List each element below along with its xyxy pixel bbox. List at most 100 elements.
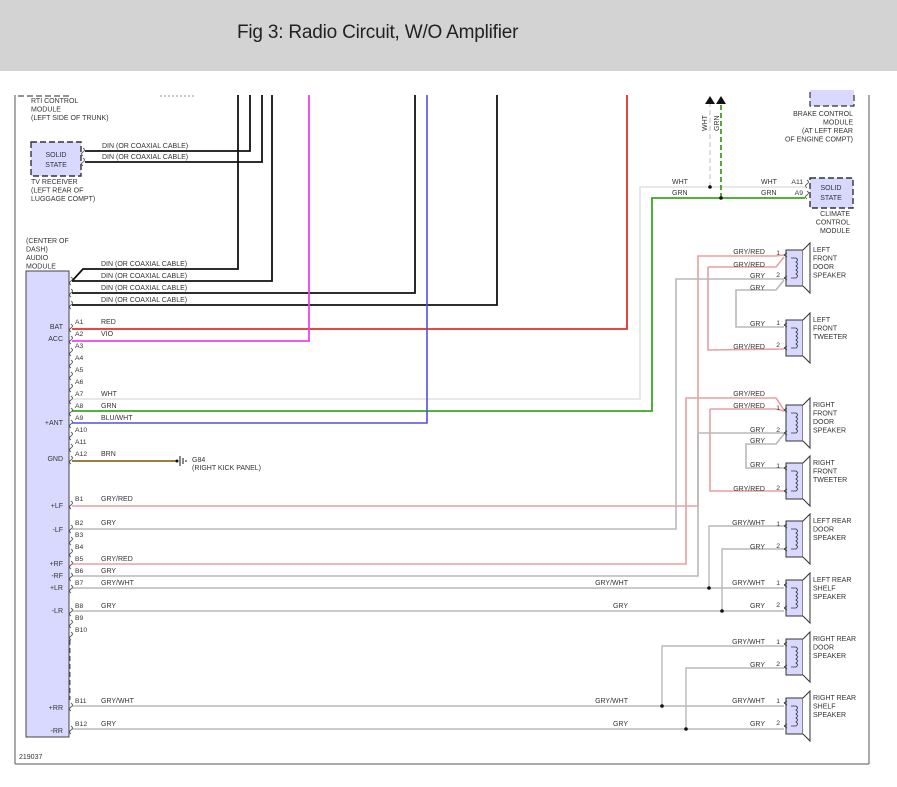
solid-state-label: STATE (45, 162, 67, 169)
audio-function-label: -RR (51, 728, 63, 735)
climate-pin: A9 (795, 190, 804, 197)
speaker-icon (785, 520, 804, 558)
din-cable-label: DIN (OR COAXIAL CABLE) (102, 154, 188, 161)
wire-color-label: BLU/WHT (101, 415, 133, 422)
speaker-pin-2: 2 (776, 427, 780, 434)
speaker-terminal (783, 407, 788, 436)
audio-function-label: +RF (50, 561, 63, 568)
figure-title: Fig 3: Radio Circuit, W/O Amplifier (237, 22, 519, 43)
climate-control-module (809, 177, 854, 209)
audio-pin-a6: A6 (75, 379, 84, 386)
din-cable-audio-2 (72, 95, 273, 282)
wire-color-label: GRY/WHT (101, 580, 135, 587)
brake-module-label: OF ENGINE COMPT) (785, 137, 853, 144)
wire-color-label: GRN (672, 190, 688, 197)
brake-module-label: (AT LEFT REAR (802, 128, 853, 135)
tv-receiver-module (30, 141, 82, 177)
speaker-name: FRONT (813, 469, 838, 476)
wire-color-label: GRY (750, 285, 765, 292)
connector-symbol (69, 359, 73, 369)
audio-module-label: (CENTER OF (26, 238, 69, 245)
wire-color-label: GRY/RED (733, 262, 765, 269)
audio-pin-b6: B6 (75, 568, 84, 575)
brake-module-label: BRAKE CONTROL (793, 111, 853, 118)
speaker-icon (785, 579, 804, 617)
connector-symbol (69, 288, 73, 298)
wire-color-label: GRY/RED (101, 496, 133, 503)
wire-gry-red-lf-tweeter (707, 267, 785, 351)
wire-gry-wht-rr-door (661, 645, 784, 706)
audio-function-label: +ANT (45, 420, 64, 427)
audio-pin-a1: A1 (75, 319, 84, 326)
wire-color-label: GRY/WHT (732, 698, 766, 705)
speaker-coil (791, 327, 798, 349)
climate-module-label: MODULE (820, 228, 850, 235)
connector-symbol (69, 431, 73, 441)
speaker-name: LEFT REAR (813, 577, 851, 584)
wire-gry-rf (72, 432, 784, 577)
wire-color-label: GRY (750, 603, 765, 610)
wire-color-label: GRN (761, 190, 777, 197)
connector-symbol (69, 323, 73, 333)
speaker-pin-2: 2 (776, 602, 780, 609)
speaker-icon (785, 697, 804, 735)
speaker-coil (791, 705, 798, 727)
ground-dot (175, 459, 179, 463)
speaker-name: LEFT (813, 317, 831, 324)
vertical-wire-label: GRN (714, 115, 721, 131)
splice-dot (684, 727, 688, 731)
din-cable-label: DIN (OR COAXIAL CABLE) (101, 285, 187, 292)
speaker-name: LEFT REAR (813, 518, 851, 525)
din-cable-audio-1 (71, 95, 239, 282)
wire-color-label: GRY/RED (733, 249, 765, 256)
speaker-terminal (783, 523, 788, 552)
wire-color-label: GRY (750, 427, 765, 434)
wire-color-label: GRY (750, 438, 765, 445)
ground-location: (RIGHT KICK PANEL) (192, 465, 261, 472)
connector-symbol (69, 371, 73, 381)
wire-color-label: RED (101, 319, 116, 326)
wire-color-label: GRY (750, 273, 765, 280)
connector-symbol (69, 584, 73, 594)
din-cable-label: DIN (OR COAXIAL CABLE) (101, 261, 187, 268)
connector-symbol (69, 347, 73, 357)
audio-pin-b2: B2 (75, 520, 84, 527)
speaker-icon (785, 319, 804, 357)
splice-dot (660, 704, 664, 708)
speaker-terminal (783, 641, 788, 670)
connector-symbol (69, 560, 73, 570)
audio-pin-a5: A5 (75, 367, 84, 374)
speaker-pin-1: 1 (776, 698, 780, 705)
speaker-cone (802, 311, 811, 365)
connector-symbol (69, 631, 73, 641)
audio-pin-a9: A9 (75, 415, 84, 422)
wire-gry-red-lf-jumper (708, 256, 785, 268)
splice-dot (707, 586, 711, 590)
figure-id: 219037 (19, 754, 42, 761)
speaker-terminal (783, 252, 788, 281)
audio-module-label: DASH) (26, 247, 48, 254)
connector-symbol (69, 619, 73, 629)
brake-control-module-outline (809, 92, 855, 107)
wire-color-label: GRY (101, 721, 116, 728)
speaker-name: SHELF (813, 704, 836, 711)
audio-pin-a8: A8 (75, 403, 84, 410)
speaker-cone (802, 512, 811, 566)
audio-pin-a3: A3 (75, 343, 84, 350)
climate-pin: A11 (791, 179, 803, 186)
audio-pin-b3: B3 (75, 532, 84, 539)
wire-color-label: GRN (101, 403, 117, 410)
solid-state-label: SOLID (820, 185, 841, 192)
speaker-name: SPEAKER (813, 653, 846, 660)
speaker-cone (802, 689, 811, 743)
wire-color-label: GRY/WHT (732, 520, 766, 527)
speaker-name: SHELF (813, 586, 836, 593)
audio-function-label: GND (47, 456, 63, 463)
wire-color-label: GRY/RED (733, 486, 765, 493)
speaker-icon (785, 462, 804, 500)
speaker-name: DOOR (813, 419, 834, 426)
connector-symbol (69, 536, 73, 546)
audio-function-label: -LF (53, 527, 64, 534)
parts-layer (18, 90, 855, 743)
